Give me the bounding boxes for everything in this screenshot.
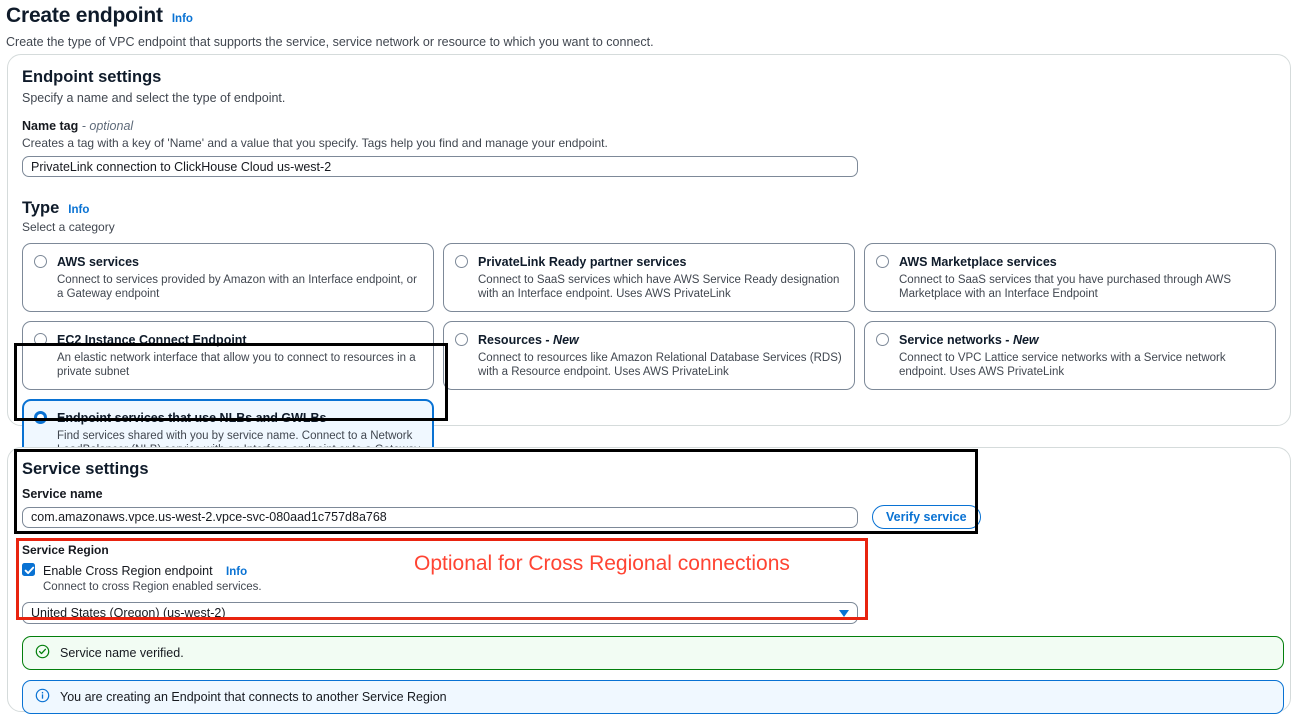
name-tag-optional: - optional [81, 119, 134, 133]
cross-region-checkbox-hint: Connect to cross Region enabled services… [43, 581, 262, 593]
page-title-row: Create endpoint Info [6, 4, 1304, 28]
page-title: Create endpoint [6, 4, 163, 27]
name-tag-hint: Creates a tag with a key of 'Name' and a… [22, 136, 608, 150]
radio-icon[interactable] [876, 333, 889, 346]
type-option-title-text: Resources - [478, 333, 550, 347]
name-tag-label-text: Name tag [22, 119, 79, 133]
type-option-title: Resources - New [478, 333, 579, 347]
type-option-description: Connect to services provided by Amazon w… [57, 274, 417, 300]
type-option-grid: AWS services Connect to services provide… [22, 243, 1276, 482]
radio-icon[interactable] [455, 255, 468, 268]
info-circle-icon [35, 688, 50, 706]
type-option-aws-services[interactable]: AWS services Connect to services provide… [22, 243, 434, 312]
alert-message: You are creating an Endpoint that connec… [60, 690, 447, 704]
page-header: Create endpoint Info Create the type of … [0, 0, 1304, 49]
type-option-title-text: Service networks - [899, 333, 1010, 347]
type-option-title: PrivateLink Ready partner services [478, 255, 687, 269]
annotation-text-optional-cross-region: Optional for Cross Regional connections [414, 552, 790, 575]
name-tag-input[interactable] [22, 156, 858, 177]
service-settings-panel: Service settings Service name Verify ser… [7, 447, 1291, 714]
type-option-description: Connect to VPC Lattice service networks … [899, 352, 1226, 378]
service-name-input[interactable] [22, 506, 858, 528]
radio-icon[interactable] [876, 255, 889, 268]
type-option-title: EC2 Instance Connect Endpoint [57, 333, 247, 347]
type-option-title: AWS services [57, 255, 139, 269]
type-option-title: Endpoint services that use NLBs and GWLB… [57, 411, 327, 425]
type-option-description: Connect to SaaS services that you have p… [899, 274, 1231, 300]
cross-region-info-link[interactable]: Info [226, 566, 248, 578]
type-option-title: Service networks - New [899, 333, 1039, 347]
radio-icon[interactable] [455, 333, 468, 346]
endpoint-settings-panel: Endpoint settings Specify a name and sel… [7, 54, 1291, 482]
type-option-aws-marketplace-services[interactable]: AWS Marketplace services Connect to SaaS… [864, 243, 1276, 312]
type-option-title: AWS Marketplace services [899, 255, 1057, 269]
endpoint-settings-title: Endpoint settings [22, 68, 162, 86]
alert-message: Service name verified. [60, 646, 184, 660]
page-info-link[interactable]: Info [171, 13, 193, 25]
service-region-select[interactable]: United States (Oregon) (us-west-2) [22, 602, 858, 624]
service-name-row: Verify service [22, 505, 1276, 529]
type-option-description: Connect to SaaS services which have AWS … [478, 274, 840, 300]
type-option-new-badge: New [553, 333, 579, 347]
type-option-service-networks[interactable]: Service networks - New Connect to VPC La… [864, 321, 1276, 390]
endpoint-settings-description: Specify a name and select the type of en… [22, 91, 286, 105]
type-info-link[interactable]: Info [68, 204, 90, 216]
type-option-new-badge: New [1012, 333, 1039, 347]
cross-region-checkbox-row[interactable]: Enable Cross Region endpoint Info Connec… [22, 562, 1276, 593]
type-option-description: Connect to resources like Amazon Relatio… [478, 352, 842, 378]
radio-icon[interactable] [34, 333, 47, 346]
check-circle-icon [35, 644, 50, 662]
checkbox-checked-icon[interactable] [22, 563, 35, 576]
radio-icon-selected[interactable] [34, 411, 47, 424]
type-option-ec2-instance-connect-endpoint[interactable]: EC2 Instance Connect Endpoint An elastic… [22, 321, 434, 390]
type-heading-row: Type Info [22, 199, 1276, 218]
cross-region-checkbox-label: Enable Cross Region endpoint [43, 564, 213, 578]
service-settings-title: Service settings [22, 460, 149, 478]
alert-cross-region-endpoint: You are creating an Endpoint that connec… [22, 680, 1284, 714]
verify-service-button[interactable]: Verify service [872, 505, 981, 529]
type-title: Type [22, 199, 60, 217]
page-subtitle: Create the type of VPC endpoint that sup… [6, 35, 654, 49]
type-subtitle: Select a category [22, 220, 115, 234]
service-region-label: Service Region [22, 543, 109, 557]
radio-icon[interactable] [34, 255, 47, 268]
service-region-selected-value: United States (Oregon) (us-west-2) [31, 606, 226, 620]
type-option-resources[interactable]: Resources - New Connect to resources lik… [443, 321, 855, 390]
chevron-down-icon[interactable] [839, 609, 849, 617]
type-option-description: An elastic network interface that allow … [57, 352, 416, 378]
alert-service-name-verified: Service name verified. [22, 636, 1284, 670]
name-tag-label: Name tag - optional [22, 119, 1276, 133]
type-option-privatelink-ready-partner-services[interactable]: PrivateLink Ready partner services Conne… [443, 243, 855, 312]
service-name-label: Service name [22, 487, 103, 501]
